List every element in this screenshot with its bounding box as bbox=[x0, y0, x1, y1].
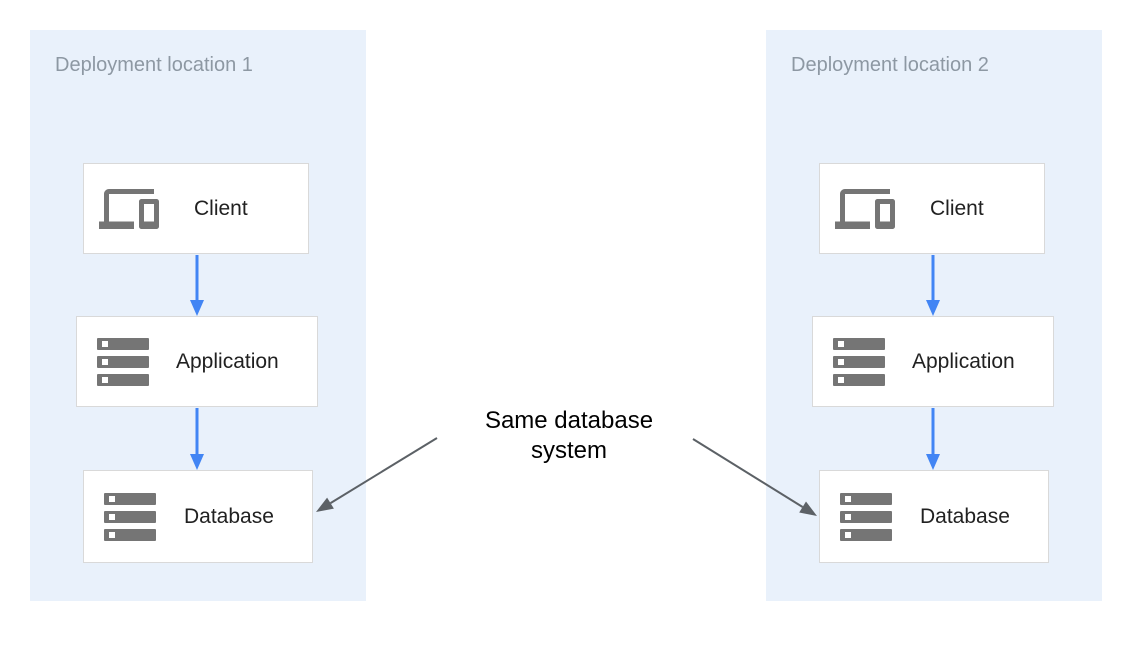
server-stack-icon bbox=[97, 337, 149, 386]
application-node: Application bbox=[76, 316, 318, 407]
client-node: Client bbox=[819, 163, 1045, 254]
application-node: Application bbox=[812, 316, 1054, 407]
node-label: Client bbox=[930, 196, 984, 220]
node-label: Database bbox=[184, 504, 274, 528]
node-label: Client bbox=[194, 196, 248, 220]
client-node: Client bbox=[83, 163, 309, 254]
database-node: Database bbox=[819, 470, 1049, 563]
database-node: Database bbox=[83, 470, 313, 563]
panel-title: Deployment location 1 bbox=[55, 54, 253, 76]
same-database-annotation: Same database system bbox=[484, 407, 654, 464]
server-stack-icon bbox=[840, 492, 892, 541]
deployment-panel-2: Deployment location 2 Client bbox=[766, 30, 1102, 601]
node-label: Application bbox=[912, 349, 1015, 373]
node-label: Application bbox=[176, 349, 279, 373]
devices-icon bbox=[99, 179, 159, 239]
server-stack-icon bbox=[104, 492, 156, 541]
deployment-panel-1: Deployment location 1 Client bbox=[30, 30, 366, 601]
panel-title: Deployment location 2 bbox=[791, 54, 989, 76]
devices-icon bbox=[835, 179, 895, 239]
server-stack-icon bbox=[833, 337, 885, 386]
node-label: Database bbox=[920, 504, 1010, 528]
